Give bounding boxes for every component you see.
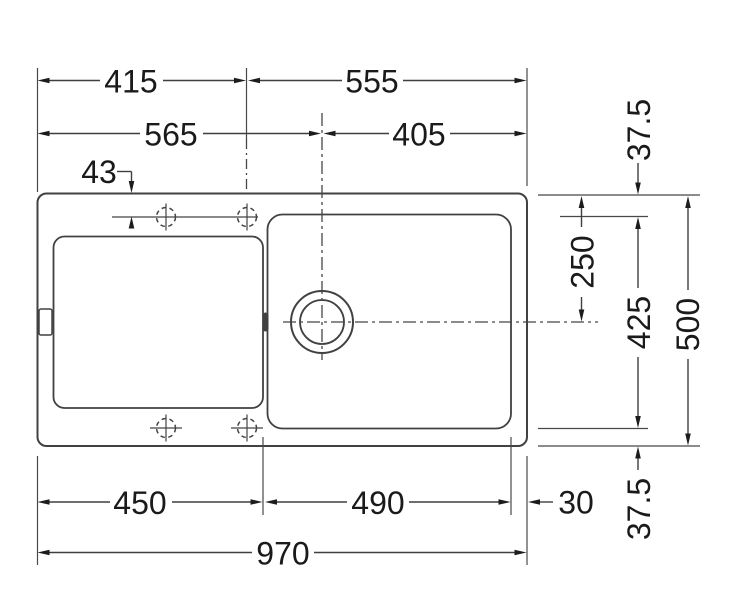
dim-arrow — [37, 549, 50, 556]
dim-arrow — [128, 181, 135, 193]
dim-label-500: 500 — [670, 298, 706, 351]
dim-arrow — [578, 309, 585, 322]
dim-arrow — [248, 77, 260, 84]
dimension-arrows — [37, 77, 691, 556]
centerlines — [245, 113, 598, 360]
sink-outer-rim — [36, 192, 528, 447]
overflow-slot — [38, 308, 53, 336]
dim-arrow — [234, 77, 246, 84]
dim-label-30: 30 — [558, 485, 594, 521]
divider-notch — [262, 312, 269, 332]
dim-arrow — [528, 499, 540, 505]
dim-arrow — [37, 77, 50, 84]
dim-arrow — [635, 217, 641, 229]
dim-arrow — [635, 416, 641, 428]
dim-label-37-5-top: 37.5 — [621, 99, 657, 161]
sink-body — [36, 192, 528, 447]
dim-arrow — [635, 182, 641, 195]
dim-arrow — [635, 446, 641, 459]
dim-arrow — [514, 77, 527, 84]
dim-arrow — [37, 499, 50, 505]
dim-label-415: 415 — [104, 64, 157, 100]
dim-arrow — [265, 499, 277, 505]
dim-arrow — [514, 130, 527, 137]
dim-label-37-5-bottom: 37.5 — [621, 478, 657, 540]
dim-label-405: 405 — [392, 117, 445, 153]
dim-arrow — [37, 130, 50, 137]
dim-arrow — [323, 130, 336, 137]
dim-label-250: 250 — [565, 235, 601, 288]
dim-label-490: 490 — [351, 485, 404, 521]
dim-arrow — [514, 549, 527, 556]
dim-label-450: 450 — [113, 485, 166, 521]
dim-label-425: 425 — [621, 296, 657, 349]
dim-arrow — [498, 499, 511, 505]
dim-arrow — [250, 499, 263, 505]
dim-label-555: 555 — [345, 64, 398, 100]
dim-label-43: 43 — [81, 154, 117, 190]
dimension-lines — [49, 79, 689, 554]
extension-lines — [36, 68, 700, 565]
faucet-holes — [112, 203, 263, 442]
dim-arrow — [128, 216, 135, 229]
dim-arrow — [685, 196, 691, 208]
dim-arrow — [309, 130, 321, 137]
dimension-labels: 415 555 565 405 43 37.5 250 425 500 37.5… — [81, 64, 706, 572]
dim-arrow — [578, 196, 585, 208]
dim-label-970: 970 — [256, 536, 309, 572]
left-bowl — [52, 235, 264, 409]
dim-label-565: 565 — [144, 117, 197, 153]
dim-arrow — [685, 433, 691, 446]
